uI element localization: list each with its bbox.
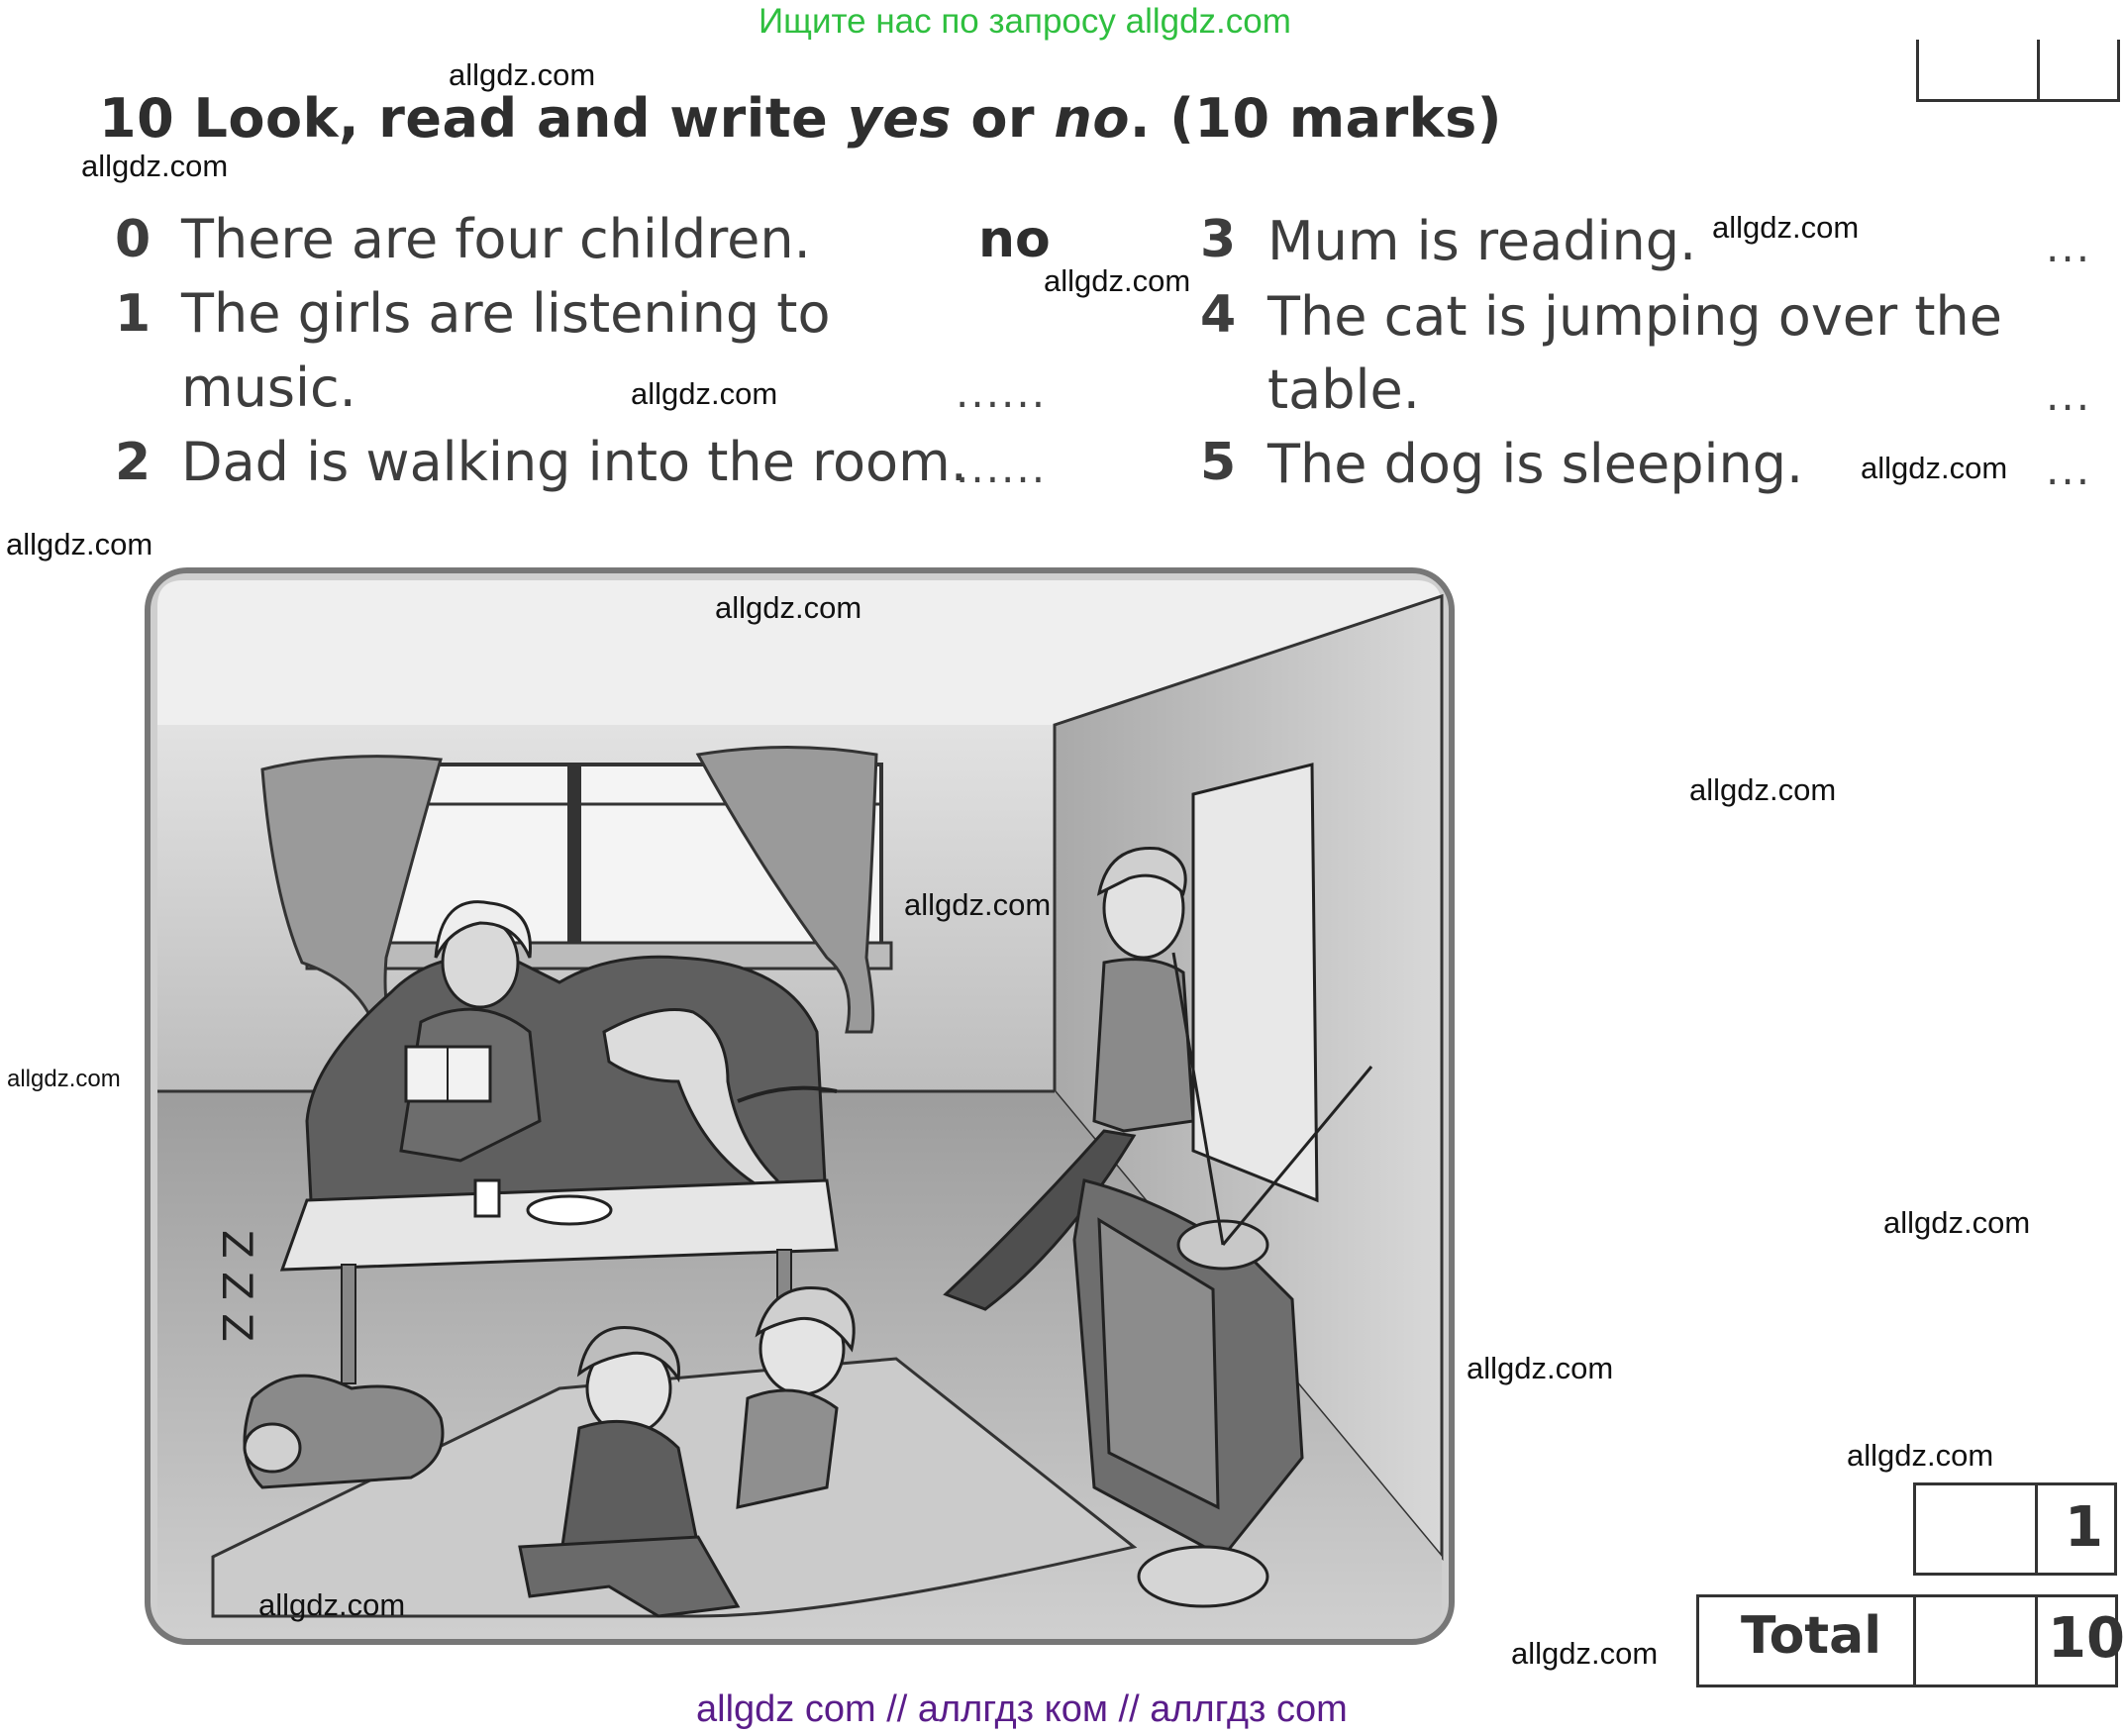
watermark: allgdz.com bbox=[715, 590, 862, 625]
cat bbox=[602, 1008, 791, 1204]
score-box-top bbox=[1916, 40, 2120, 102]
item-text: Mum is reading. bbox=[1267, 210, 1697, 272]
score-box-section-divider bbox=[2035, 1482, 2038, 1573]
item-text: Dad is walking into the room. bbox=[181, 431, 967, 493]
watermark: allgdz.com bbox=[6, 527, 153, 562]
right-curtain bbox=[695, 746, 878, 1034]
watermark: allgdz.com bbox=[1467, 1351, 1614, 1385]
watermark: allgdz.com bbox=[449, 57, 596, 92]
door bbox=[1191, 763, 1319, 1203]
item-number: 5 bbox=[1200, 433, 1237, 492]
tv-stand bbox=[1137, 1545, 1269, 1608]
watermark: allgdz.com bbox=[904, 887, 1052, 922]
exercise-number: 10 bbox=[99, 87, 175, 150]
watermark: allgdz.com bbox=[1883, 1205, 2031, 1240]
item-text: The girls are listening to bbox=[181, 282, 831, 345]
watermark: allgdz.com bbox=[1712, 210, 1860, 245]
exercise-title: 10 Look, read and write yes or no. (10 m… bbox=[99, 87, 1502, 150]
item-text: The dog is sleeping. bbox=[1267, 433, 1804, 495]
item-number: 2 bbox=[115, 433, 152, 492]
item-text: There are four children. bbox=[181, 208, 811, 270]
item-number: 1 bbox=[115, 284, 152, 344]
watermark: allgdz.com bbox=[1511, 1636, 1659, 1671]
watermark: allgdz.com bbox=[81, 149, 229, 183]
boy-body bbox=[736, 1388, 839, 1509]
item-text-continued: table. bbox=[1267, 358, 1420, 421]
total-box-divider-1 bbox=[1913, 1594, 1916, 1685]
total-score-max: 10 bbox=[2048, 1606, 2125, 1671]
dad-body bbox=[1092, 958, 1195, 1133]
item-answer: no bbox=[978, 210, 1051, 269]
answer-blank[interactable]: ... bbox=[2046, 371, 2092, 420]
item-number: 0 bbox=[115, 210, 152, 269]
living-room-illustration: Z Z Z bbox=[145, 567, 1455, 1645]
answer-blank[interactable]: ...... bbox=[956, 368, 1048, 417]
score-box-section bbox=[1913, 1482, 2117, 1576]
item-text-continued: music. bbox=[181, 357, 356, 419]
watermark: allgdz.com bbox=[258, 1587, 406, 1622]
cup bbox=[473, 1178, 501, 1218]
girl-body bbox=[557, 1419, 700, 1569]
answer-blank[interactable]: ... bbox=[2046, 446, 2092, 494]
top-banner: Ищите нас по запросу allgdz.com bbox=[759, 2, 1291, 41]
total-label: Total bbox=[1741, 1606, 1882, 1666]
section-score-max: 1 bbox=[2065, 1495, 2103, 1560]
watermark: allgdz.com bbox=[1847, 1438, 1994, 1473]
bottom-banner: allgdz com // аллгдз ком // аллгдз com bbox=[696, 1688, 1348, 1730]
watermark: allgdz.com bbox=[1044, 263, 1191, 298]
plate bbox=[526, 1194, 613, 1226]
total-score-box bbox=[1696, 1594, 2118, 1687]
watermark: allgdz.com bbox=[7, 1066, 121, 1092]
watermark: allgdz.com bbox=[1861, 451, 2008, 485]
item-number: 3 bbox=[1200, 210, 1237, 269]
snore-text: Z Z Z bbox=[213, 1230, 261, 1342]
item-number: 4 bbox=[1200, 285, 1237, 345]
answer-blank[interactable]: ...... bbox=[956, 444, 1048, 492]
score-box-divider bbox=[2037, 40, 2040, 102]
watermark: allgdz.com bbox=[631, 376, 778, 411]
total-box-divider-2 bbox=[2035, 1594, 2038, 1685]
item-text: The cat is jumping over the bbox=[1267, 285, 2002, 348]
answer-blank[interactable]: ... bbox=[2046, 223, 2092, 271]
watermark: allgdz.com bbox=[1689, 772, 1837, 807]
